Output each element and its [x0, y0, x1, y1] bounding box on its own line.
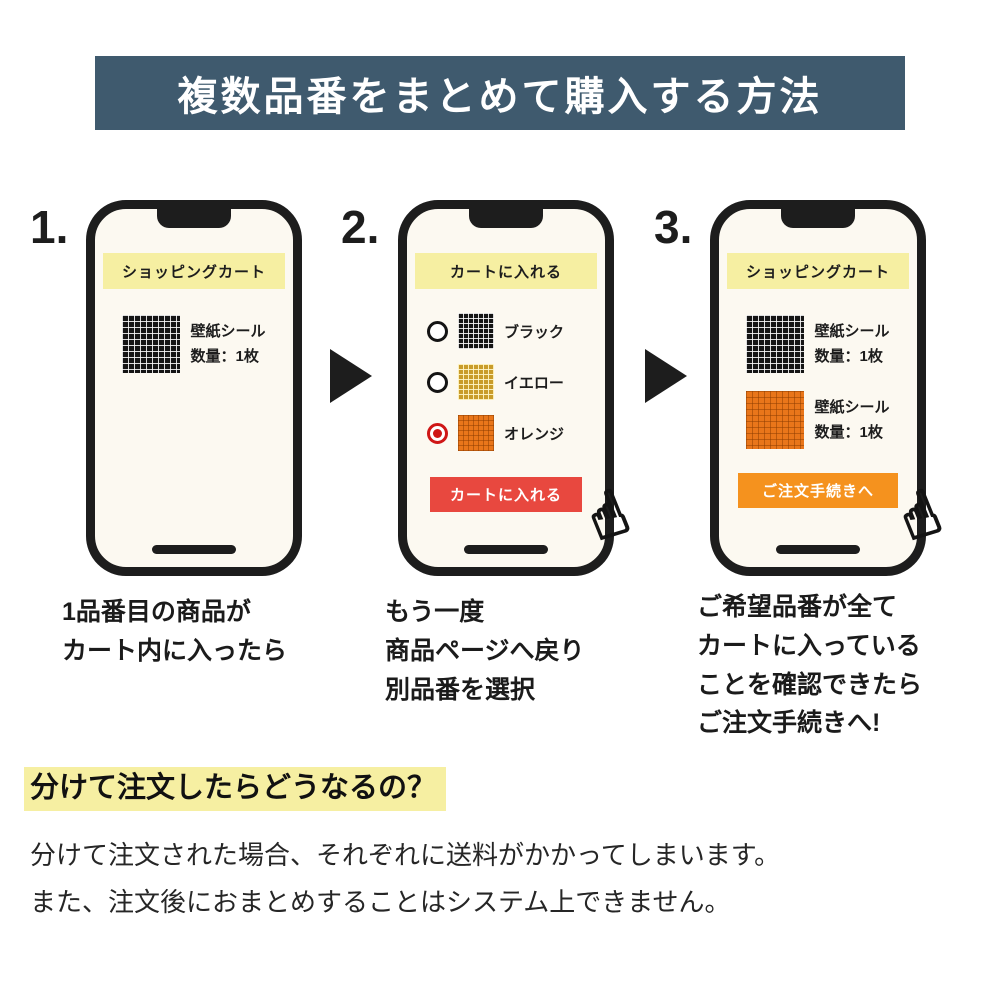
phone-notch	[157, 208, 231, 228]
checkout-button[interactable]: ご注文手続きへ	[738, 473, 898, 508]
next-step-arrow-icon	[645, 349, 687, 403]
orange-grid-swatch	[746, 391, 805, 449]
hand-cursor-icon: ☝	[887, 473, 952, 557]
radio-option-yellow[interactable]	[427, 371, 448, 393]
product-name: 壁紙シール	[814, 322, 890, 340]
option-label: ブラック	[504, 323, 565, 341]
product-name: 壁紙シール	[190, 322, 266, 340]
color-option-row: オレンジ	[407, 415, 605, 451]
black-grid-swatch	[458, 313, 494, 349]
step-1-caption: 1品番目の商品が カート内に入ったら	[62, 598, 288, 665]
note-heading: 分けて注文したらどうなるの？	[24, 764, 447, 811]
black-grid-swatch	[746, 315, 805, 373]
cart-item-row: 壁紙シール 数量：1枚	[746, 391, 890, 449]
step-2-caption: もう一度 商品ページへ戻り 別品番を選択	[385, 598, 585, 704]
phone-notch	[469, 208, 543, 228]
product-quantity: 数量：1枚	[814, 424, 883, 441]
radio-option-orange-selected[interactable]	[427, 422, 448, 444]
hand-cursor-icon: ☝	[575, 473, 640, 557]
step-3-number: 3.	[654, 201, 693, 253]
phone-home-indicator	[776, 545, 860, 554]
product-quantity: 数量：1枚	[190, 348, 259, 365]
cart-item-row: 壁紙シール 数量：1枚	[746, 315, 890, 373]
cart-screen-title: ショッピングカート	[727, 253, 909, 289]
product-info: 壁紙シール 数量：1枚	[814, 395, 889, 446]
cart-item-row: 壁紙シール 数量：1枚	[122, 315, 266, 373]
step-1-number: 1.	[30, 201, 69, 253]
product-info: 壁紙シール 数量：1枚	[814, 319, 889, 370]
product-info: 壁紙シール 数量：1枚	[190, 319, 265, 370]
product-name: 壁紙シール	[814, 398, 890, 416]
phone-notch	[781, 208, 855, 228]
option-label: オレンジ	[504, 425, 565, 443]
phone-step-2: カートに入れる ブラック イエロー オレンジ カートに入れる ☝	[398, 200, 640, 576]
note-heading-highlight: 分けて注文したらどうなるの？	[24, 767, 447, 811]
next-step-arrow-icon	[330, 349, 372, 403]
option-label: イエロー	[504, 374, 564, 392]
yellow-grid-swatch	[458, 364, 494, 400]
phone-step-3: ショッピングカート 壁紙シール 数量：1枚 壁紙シール 数量：1枚 ご注文手続き…	[710, 200, 952, 576]
add-to-cart-screen-title: カートに入れる	[415, 253, 597, 289]
color-option-row: ブラック	[407, 313, 605, 349]
step-3-caption: ご希望品番が全て カートに入っている ことを確認できたら ご注文手続きへ!	[697, 593, 923, 738]
product-quantity: 数量：1枚	[814, 348, 883, 365]
step-2-number: 2.	[341, 201, 380, 253]
color-option-row: イエロー	[407, 364, 605, 400]
page-title: 複数品番をまとめて購入する方法	[177, 75, 823, 119]
title-banner: 複数品番をまとめて購入する方法	[95, 56, 905, 130]
phone-step-1: ショッピングカート 壁紙シール 数量：1枚	[86, 200, 302, 576]
cart-screen-title: ショッピングカート	[103, 253, 285, 289]
add-to-cart-button[interactable]: カートに入れる	[430, 477, 582, 512]
orange-grid-swatch	[458, 415, 494, 451]
radio-option-black[interactable]	[427, 320, 448, 342]
phone-home-indicator	[152, 545, 236, 554]
black-grid-swatch	[122, 315, 181, 373]
phone-home-indicator	[464, 545, 548, 554]
note-body: 分けて注文された場合、それぞれに送料がかかってしまいます。 また、注文後におまと…	[30, 840, 781, 917]
